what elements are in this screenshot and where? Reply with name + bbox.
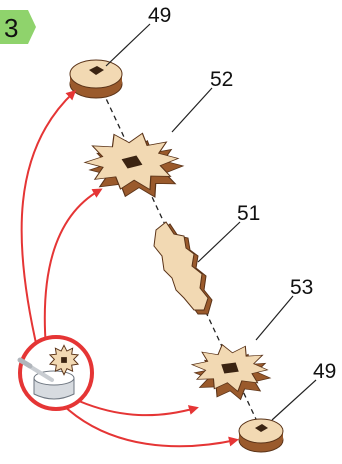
callout-52: 52 <box>171 68 233 133</box>
callout-49-bottom: 49 <box>271 360 336 421</box>
label-51: 51 <box>237 202 260 225</box>
callout-53: 53 <box>255 276 313 341</box>
part-51 <box>153 221 213 315</box>
glue-pot-icon <box>17 335 94 411</box>
label-49-bottom: 49 <box>313 360 336 383</box>
callout-49-top: 49 <box>105 4 171 67</box>
glue-arrows <box>20 89 239 448</box>
label-53: 53 <box>290 276 313 299</box>
part-49-bottom <box>238 418 284 453</box>
glue-arrow-to-49-bottom <box>61 403 239 448</box>
label-52: 52 <box>210 68 233 91</box>
label-49-top: 49 <box>148 4 171 27</box>
callout-51: 51 <box>197 202 260 263</box>
glue-arrow-to-49-top <box>20 89 77 353</box>
part-49-top <box>69 59 123 99</box>
part-52 <box>83 132 185 198</box>
glue-arrow-to-52 <box>43 188 103 349</box>
step-badge: 3 <box>0 10 36 44</box>
glue-arrow-to-53 <box>71 397 199 417</box>
part-53 <box>190 343 272 401</box>
step-number: 3 <box>4 13 18 43</box>
